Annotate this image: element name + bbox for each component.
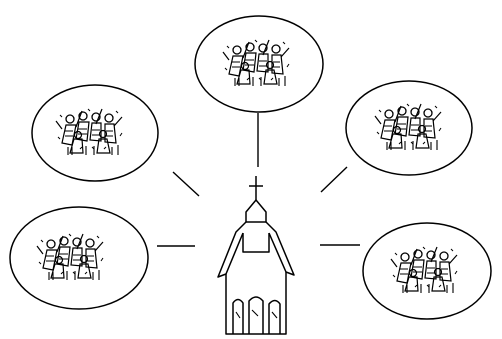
connector-upper-right [321, 167, 347, 192]
group-upper-right-node [346, 81, 472, 175]
group-upper-left-node [32, 85, 158, 181]
group-lower-left-node [10, 207, 148, 309]
cross-icon [249, 176, 263, 200]
connector-upper-left [173, 172, 199, 196]
group-top-node [195, 16, 323, 112]
connectors [157, 113, 360, 246]
group-lower-right-node [363, 223, 491, 319]
church-icon [218, 176, 294, 334]
